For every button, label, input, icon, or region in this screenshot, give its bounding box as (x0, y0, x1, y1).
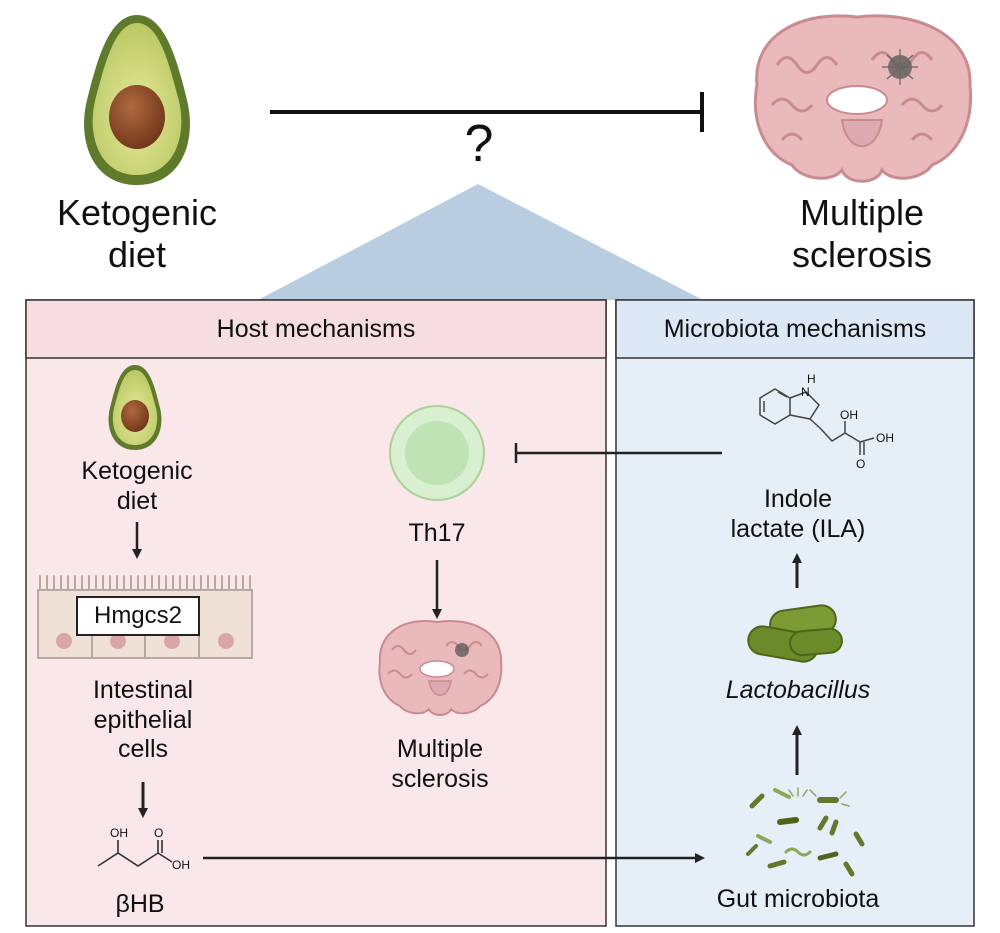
bhb-label: βHB (115, 890, 165, 918)
ila-oh2-label: OH (876, 431, 894, 445)
microbiota-panel-header: Microbiota mechanisms (663, 315, 927, 343)
ila-h-label: H (807, 372, 816, 386)
brain-icon-small (378, 620, 503, 716)
hmgcs2-gene-box: Hmgcs2 (76, 596, 200, 636)
brain-icon-large (753, 14, 973, 183)
avocado-icon-small (108, 365, 162, 450)
ila-n-label: N (801, 385, 810, 399)
ila-o-label: O (856, 457, 866, 471)
ila-oh-label: OH (840, 408, 858, 422)
th17-label: Th17 (408, 519, 466, 547)
bhb-structure-icon (97, 840, 173, 867)
top-disease-label: Multiple sclerosis (791, 192, 933, 276)
avocado-icon-large (84, 15, 190, 185)
host-panel-header: Host mechanisms (216, 315, 416, 343)
inhibition-arrow-top (270, 92, 704, 132)
host-diet-label: Ketogenic diet (81, 457, 193, 515)
ila-label: Indole lactate (ILA) (730, 485, 866, 543)
bhb-oh2-label: OH (172, 858, 190, 872)
lactobacillus-label: Lactobacillus (725, 676, 871, 704)
host-disease-label: Multiple sclerosis (391, 735, 489, 793)
gut-microbiota-icon (746, 787, 865, 877)
question-mark: ? (464, 115, 494, 173)
inhibition-ila-to-th17 (514, 443, 722, 463)
zoom-triangle (258, 184, 703, 300)
bhb-oh-label: OH (110, 826, 128, 840)
bhb-o-label: O (154, 826, 164, 840)
gut-microbiota-label: Gut microbiota (716, 885, 880, 913)
ila-structure-icon (759, 388, 875, 455)
lactobacillus-icon (747, 604, 843, 663)
top-diet-label: Ketogenic diet (56, 192, 218, 276)
intestinal-cells-label: Intestinal epithelial cells (92, 676, 194, 763)
th17-cell-icon (389, 405, 485, 501)
